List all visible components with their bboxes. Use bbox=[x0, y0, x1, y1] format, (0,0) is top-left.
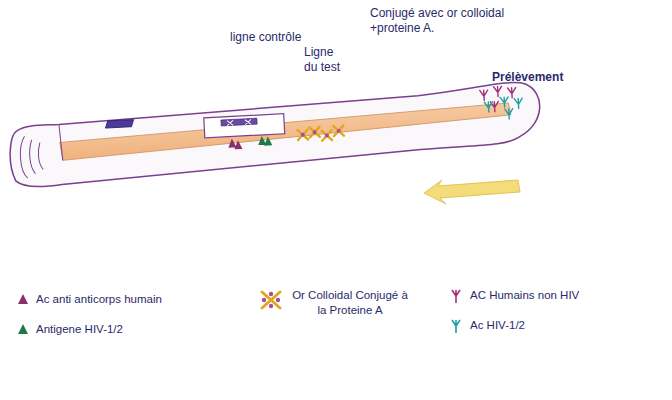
conjugate-label: Conjugé avec or colloidal +proteine A. bbox=[370, 6, 520, 36]
legend-text: Ac HIV-1/2 bbox=[470, 318, 640, 333]
legend-text: Antigene HIV-1/2 bbox=[36, 322, 128, 337]
legend-purple-triangle bbox=[18, 294, 28, 304]
legend-green-triangle bbox=[18, 324, 28, 334]
legend-text: Ac anti anticorps humain bbox=[36, 292, 236, 307]
legend-text: Or Colloidal Conjugé à la Proteine A bbox=[290, 288, 410, 318]
sample-label: Prélèvement bbox=[492, 70, 602, 85]
legend-purple-y bbox=[452, 290, 460, 303]
test-line-label: Ligne du test bbox=[304, 45, 350, 75]
legend-text: AC Humains non HIV bbox=[470, 288, 640, 303]
legend-green-y bbox=[452, 320, 460, 333]
control-line-label: ligne contrôle bbox=[230, 30, 330, 45]
legend-gold-cross bbox=[262, 292, 280, 308]
